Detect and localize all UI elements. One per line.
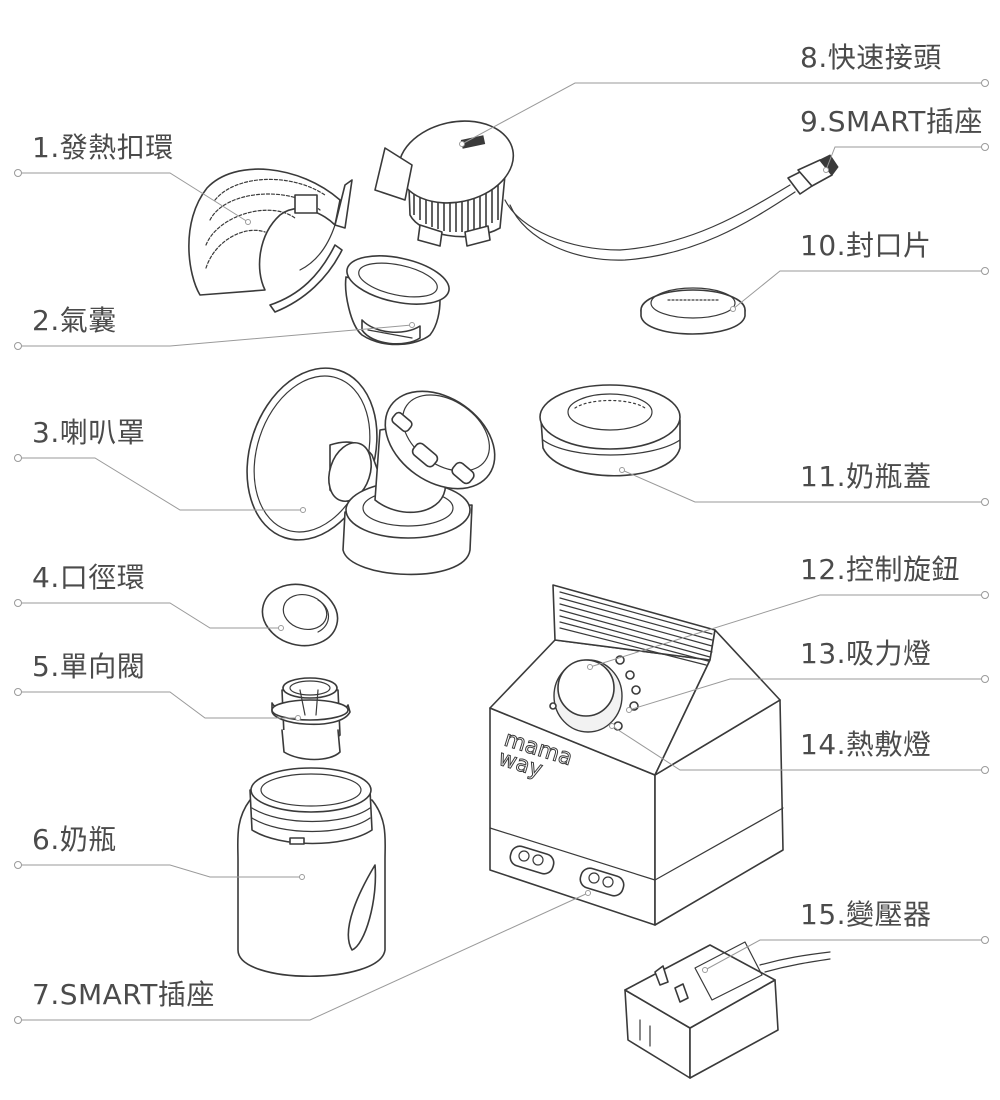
air-bladder-part: [344, 255, 450, 346]
label-one-way-valve: 5.單向閥: [32, 650, 146, 683]
label-air-bladder: 2.氣囊: [32, 304, 117, 337]
leader-lines: [18, 82, 985, 1021]
label-control-knob: 12.控制旋鈕: [800, 553, 961, 586]
label-heating-ring: 1.發熱扣環: [32, 131, 174, 164]
label-sealing-cap: 10.封口片: [800, 229, 932, 262]
bottle-part: [236, 767, 387, 977]
one-way-valve-part: [271, 677, 351, 761]
sealing-cap-part: [640, 287, 746, 335]
label-suction-light: 13.吸力燈: [800, 637, 932, 670]
label-heat-light: 14.熱敷燈: [800, 728, 932, 761]
leader-dots: [14, 79, 989, 1024]
main-unit-part: [489, 584, 784, 926]
label-bottle: 6.奶瓶: [32, 823, 117, 856]
caliber-ring-part: [261, 583, 339, 647]
label-adapter: 15.變壓器: [800, 898, 932, 931]
label-quick-connector: 8.快速接頭: [800, 41, 942, 74]
breast-shield-part: [246, 367, 496, 576]
label-breast-shield: 3.喇叭罩: [32, 416, 146, 449]
bottle-lid-part: [539, 384, 681, 477]
label-smart-socket-right: 9.SMART插座: [800, 105, 983, 138]
quick-connector-part: [374, 120, 839, 261]
label-caliber-ring: 4.口徑環: [32, 561, 146, 594]
label-smart-socket-left: 7.SMART插座: [32, 978, 215, 1011]
heating-ring-part: [188, 168, 353, 313]
label-bottle-lid: 11.奶瓶蓋: [800, 460, 932, 493]
adapter-part: [624, 941, 831, 1079]
